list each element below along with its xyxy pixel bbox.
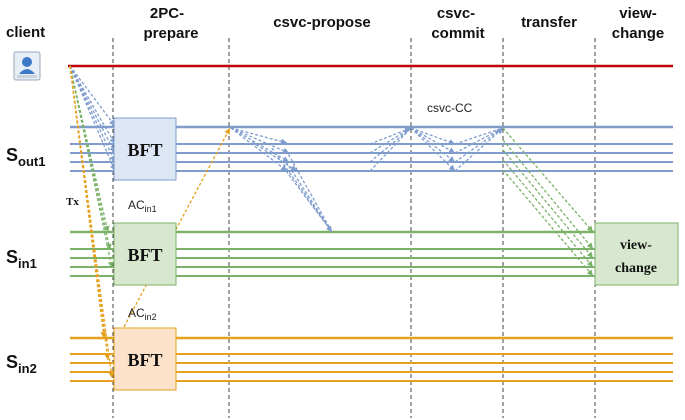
view-change-box: view- change	[594, 222, 679, 286]
ac-in2-label: ACin2	[128, 306, 157, 322]
tx-label: Tx	[66, 196, 79, 208]
phase-propose: csvc-propose	[273, 14, 371, 31]
phase-client: client	[6, 24, 45, 41]
row-label-s-in2: Sin2	[6, 352, 37, 376]
phase-commit-line1: csvc-	[437, 5, 475, 22]
ac-in1-label: ACin1	[128, 198, 157, 214]
bft-in2-label: BFT	[127, 350, 162, 370]
phase-transfer: transfer	[521, 14, 577, 31]
view-change-line2: change	[615, 261, 657, 276]
csvc-commit-arrows	[369, 127, 504, 172]
phase-separators	[112, 38, 596, 418]
csvc-cc-label: csvc-CC	[427, 101, 473, 115]
bft-out1-label: BFT	[127, 140, 162, 160]
bft-box-out1: BFT	[113, 117, 177, 181]
transfer-arrows	[502, 127, 594, 277]
bft-in1-label: BFT	[127, 245, 162, 265]
csvc-propose-arrows	[230, 127, 333, 233]
view-change-line1: view-	[620, 238, 652, 253]
phase-prepare-line1: 2PC-	[150, 5, 184, 22]
phase-prepare-line2: prepare	[143, 25, 198, 42]
bft-box-in2: BFT	[113, 327, 177, 391]
row-label-s-out1: Sout1	[6, 145, 45, 169]
phase-commit-line2: commit	[431, 25, 484, 42]
client-computer-icon	[13, 51, 41, 81]
row-label-s-in1: Sin1	[6, 247, 37, 271]
phase-viewchange-line1: view-	[619, 5, 657, 22]
bft-box-in1: BFT	[113, 222, 177, 286]
phase-viewchange-line2: change	[612, 25, 665, 42]
client-request-arrows	[69, 65, 116, 379]
